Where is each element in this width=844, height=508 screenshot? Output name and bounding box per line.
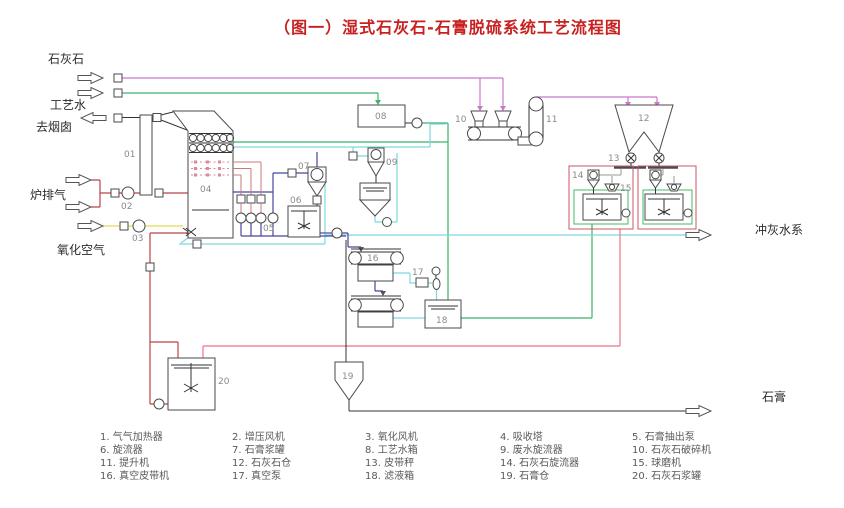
mill-slurry-pump-right-icon [683, 208, 693, 218]
legend-item: 1. 气气加热器 [100, 430, 163, 443]
ash-flush-water-arrow-icon [685, 228, 713, 242]
process-water-inlet-arrow-icon [77, 86, 105, 100]
legend-item: 16. 真空皮带机 [100, 469, 169, 482]
mill-train-right [637, 165, 697, 230]
stream-ash-flush-water: 冲灰水系 [685, 222, 803, 242]
stream-gypsum-out: 石膏 [685, 389, 786, 418]
gypsum-cyclone: 07 [287, 162, 327, 206]
vacuum-belt-filter-1: 16 [348, 248, 404, 282]
legend-item: 8. 工艺水箱 [365, 443, 418, 456]
oxidation-air-label: 氧化空气 [57, 242, 105, 257]
legend-item: 18. 滤液箱 [365, 469, 414, 482]
mist-eliminator-icon [188, 133, 235, 153]
bucket-elevator: 11 [528, 96, 557, 147]
tag-08: 08 [375, 112, 387, 122]
tag-10: 10 [455, 115, 467, 125]
tag-09: 09 [386, 158, 398, 168]
legend-item: 2. 增压风机 [232, 430, 285, 443]
wastewater-cyclone: 09 [348, 147, 398, 227]
limestone-slurry-tank: 20 [153, 357, 230, 411]
legend-item: 20. 石灰石浆罐 [632, 469, 701, 482]
gypsum-silo: 19 [334, 361, 364, 401]
legend-item: 19. 石膏仓 [500, 469, 549, 482]
tag-11: 11 [546, 115, 557, 125]
limestone-slurry-pump-icon [153, 398, 165, 410]
tag-19: 19 [342, 372, 354, 382]
absorber-tower: 04 [152, 110, 235, 239]
stream-limestone: 石灰石 [48, 52, 123, 85]
tag-04: 04 [200, 185, 212, 195]
equipment-legend: 1. 气气加热器 2. 增压风机 3. 氧化风机 4. 吸收塔 5. 石膏抽出泵… [100, 430, 711, 482]
limestone-crusher: 10 [455, 110, 533, 146]
tag-01: 01 [124, 150, 135, 160]
gypsum-cake-lines [345, 240, 686, 412]
process-water-label: 工艺水 [50, 98, 86, 112]
legend-item: 4. 吸收塔 [500, 430, 543, 443]
limestone-silo: 12 [614, 104, 674, 154]
mill-slurry-pump-left-icon [621, 208, 631, 218]
wastewater-pump-icon [382, 217, 392, 227]
tag-15: 15 [620, 184, 631, 194]
limestone-lines [122, 77, 660, 111]
legend-item: 3. 氧化风机 [365, 430, 418, 443]
tag-13: 13 [608, 154, 619, 164]
filtrate-tank: 18 [424, 299, 462, 329]
mill-train-left: 14 15 [568, 165, 634, 230]
tag-16: 16 [367, 254, 379, 264]
limestone-inlet-arrow-icon [77, 71, 105, 85]
process-water-tank: 08 [357, 104, 423, 129]
legend-item: 5. 石膏抽出泵 [632, 430, 695, 443]
tag-12: 12 [638, 114, 649, 124]
gypsum-slurry-tank: 06 [287, 196, 343, 239]
booster-fan: 02 [121, 186, 135, 212]
furnace-exhaust-arrow-bottom-icon [65, 200, 93, 214]
tag-02: 02 [121, 202, 132, 212]
legend-item: 10. 石灰石破碎机 [632, 443, 711, 456]
legend-item: 13. 皮带秤 [365, 456, 414, 469]
gas-gas-heater: 01 [124, 114, 153, 196]
spray-banks-icon [191, 160, 231, 177]
tag-06: 06 [290, 196, 302, 206]
legend-item: 15. 球磨机 [632, 456, 681, 469]
legend-item: 14. 石灰石旋流器 [500, 456, 579, 469]
tag-20: 20 [218, 377, 230, 387]
limestone-slurry-lines [145, 229, 621, 405]
tag-03: 03 [132, 234, 143, 244]
process-water-lines [122, 92, 593, 319]
stream-oxidation-air: 氧化空气 [57, 219, 129, 257]
limestone-label: 石灰石 [48, 52, 84, 66]
gypsum-slurry-pump-icon [331, 227, 343, 239]
to-stack-outlet-arrow-icon [79, 111, 107, 125]
stream-process-water: 工艺水 [50, 86, 123, 112]
recirculation-pumps: 05 [233, 161, 279, 234]
furnace-exhaust-arrow-top-icon [65, 173, 93, 187]
legend-item: 17. 真空泵 [232, 469, 281, 482]
vacuum-belt-filter-2 [348, 295, 404, 328]
stream-to-stack: 去烟囱 [36, 111, 123, 134]
to-stack-label: 去烟囱 [36, 120, 72, 134]
tag-14: 14 [572, 171, 584, 181]
tag-17: 17 [412, 268, 423, 278]
legend-item: 12. 石灰石仓 [232, 456, 291, 469]
gypsum-label: 石膏 [762, 389, 786, 404]
tag-05: 05 [263, 224, 274, 234]
furnace-exhaust-label: 炉排气 [30, 187, 66, 202]
legend-item: 11. 提升机 [100, 456, 149, 469]
legend-item: 7. 石膏浆罐 [232, 443, 285, 456]
tag-18: 18 [436, 316, 448, 326]
cyan-water-lines [179, 147, 686, 319]
ash-flush-water-label: 冲灰水系 [755, 222, 803, 237]
belt-weigher: 13 [593, 152, 678, 176]
process-water-pump-icon [411, 117, 423, 129]
legend-item: 6. 旋流器 [100, 443, 143, 456]
gypsum-outlet-arrow-icon [685, 404, 713, 418]
legend-item: 9. 废水旋流器 [500, 443, 563, 456]
flue-gas-lines [91, 111, 192, 234]
stream-furnace-exhaust: 炉排气 [30, 173, 120, 214]
diagram-title: （图一）湿式石灰石-石膏脱硫系统工艺流程图 [274, 18, 622, 37]
oxidation-fan: 03 [132, 219, 146, 244]
oxidation-air-arrow-icon [77, 219, 105, 233]
tag-07: 07 [298, 162, 309, 172]
vacuum-pump: 17 [412, 266, 441, 290]
